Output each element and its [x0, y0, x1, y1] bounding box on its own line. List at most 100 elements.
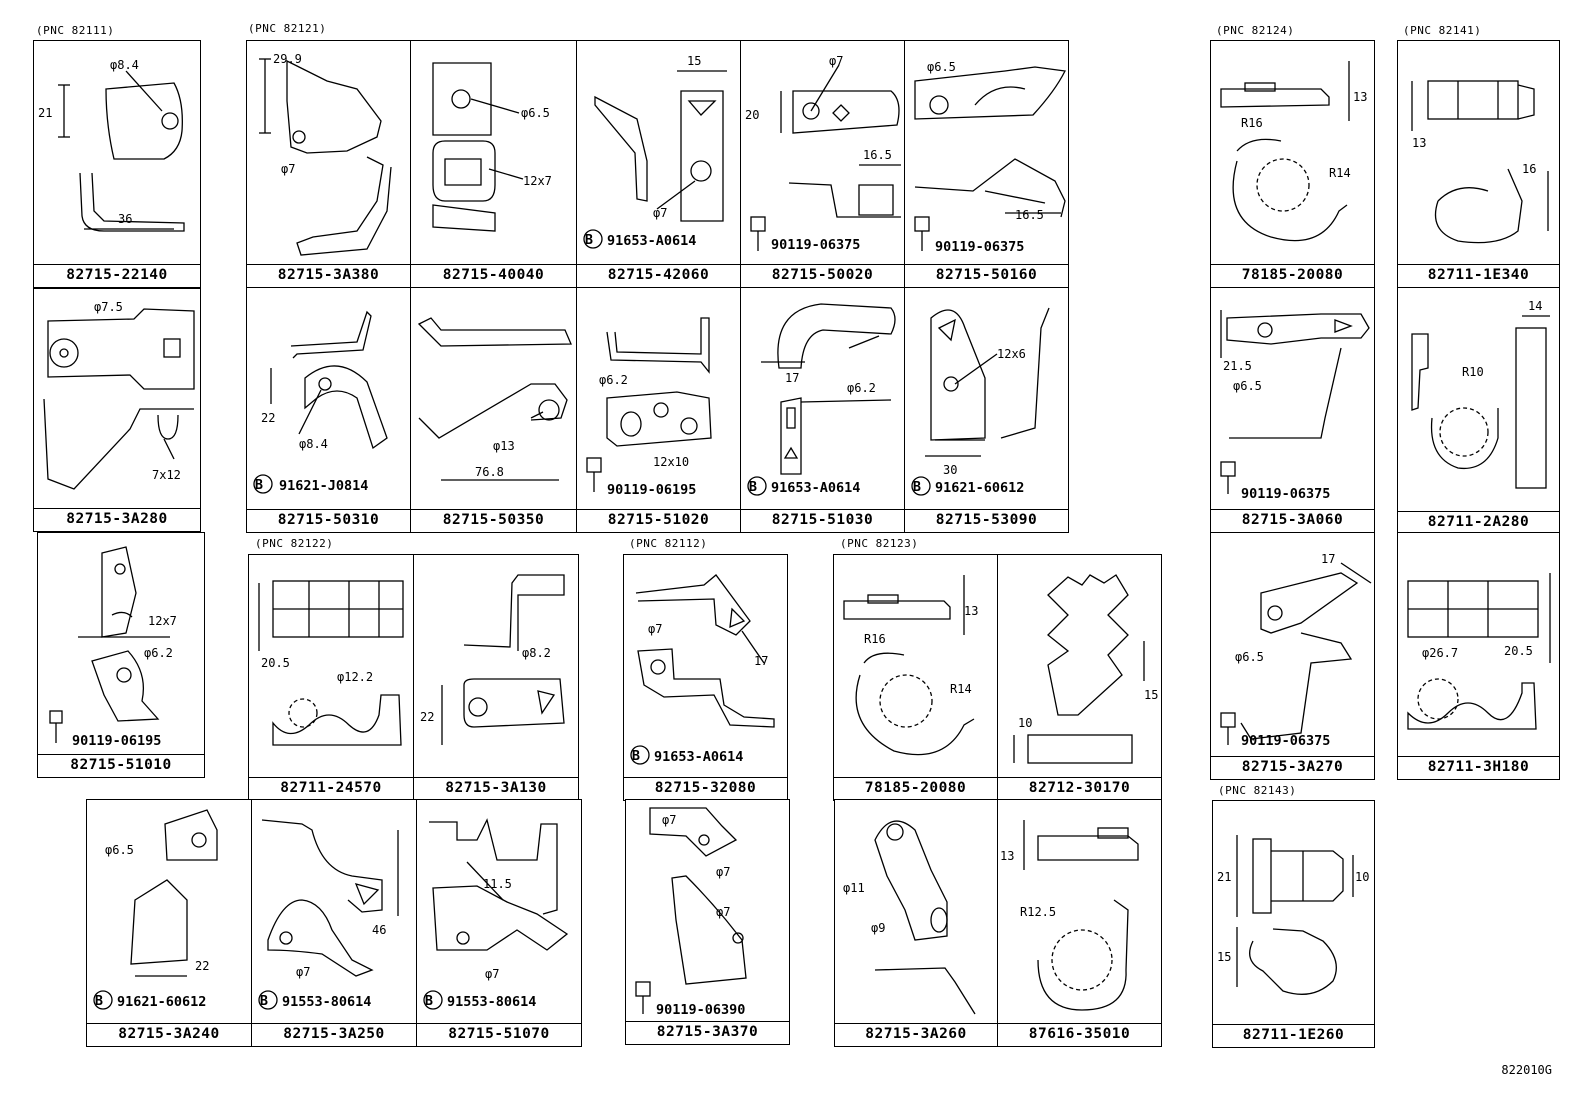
screw-type-b-icon: B: [632, 748, 640, 764]
clip-drawing: 15 10: [1013, 574, 1158, 764]
screw-part-number: 90119-06195: [72, 733, 161, 749]
bracket-drawing: 46 φ7 B 91553-80614: [258, 819, 399, 1010]
dim-label: φ7.5: [94, 300, 123, 314]
dim-label: φ7: [281, 162, 295, 176]
bracket-drawing: 29.9 φ7: [259, 52, 392, 256]
screw-part-number: 90119-06375: [1241, 486, 1330, 502]
part-cell-82715-3A060[interactable]: 21.5 φ6.5 90119-06375 82715-3A060: [1210, 287, 1375, 533]
part-cell-82715-42060[interactable]: 15 φ7 B 91653-A0614 82715-42060: [576, 40, 741, 288]
bracket-drawing: 17 φ6.5 90119-06375: [1220, 552, 1372, 749]
bracket-drawing: φ7 20 16.5 90119-06375: [745, 54, 901, 253]
bracket-drawing: 17 φ6.2 B 91653-A0614: [747, 303, 896, 496]
part-cell-82715-51070[interactable]: 11.5 φ7 B 91553-80614 82715-51070: [416, 799, 582, 1047]
pnc-82112-label: (PNC 82112): [629, 537, 708, 550]
part-cell-82715-3A370[interactable]: φ7 φ7 φ7 90119-06390 82715-3A370: [625, 799, 790, 1045]
part-cell-82715-3A240[interactable]: φ6.5 22 B 91621-60612 82715-3A240: [86, 799, 252, 1047]
bracket-drawing: 22 φ8.2: [420, 574, 565, 745]
part-number: 82712-30170: [998, 777, 1161, 800]
dim-label: 21: [1217, 870, 1231, 884]
part-number: 78185-20080: [1211, 264, 1374, 287]
part-number: 82715-22140: [34, 264, 200, 287]
part-cell-82715-3A130[interactable]: 22 φ8.2 82715-3A130: [413, 554, 579, 801]
part-number: 82715-3A130: [414, 777, 578, 800]
dim-label: 76.8: [475, 465, 504, 479]
bracket-drawing: φ6.2 12x10 90119-06195: [586, 317, 712, 498]
part-cell-78185-20080-b[interactable]: 13 R16 R14 78185-20080: [1210, 40, 1375, 288]
bracket-drawing: 12x6 30 B 91621-60612: [911, 307, 1050, 496]
dim-label: φ26.7: [1422, 646, 1458, 660]
part-cell-82711-2A280[interactable]: 14 R10 82711-2A280: [1397, 287, 1560, 535]
screw-part-number: 91621-60612: [117, 994, 206, 1010]
dim-label: φ6.5: [521, 106, 550, 120]
dim-label: 10: [1018, 716, 1032, 730]
bracket-drawing: φ13 76.8: [417, 317, 572, 481]
part-cell-87616-35010[interactable]: 13 R12.5 87616-35010: [997, 799, 1162, 1047]
dim-label: 16.5: [1015, 208, 1044, 222]
dim-label: 22: [261, 411, 275, 425]
dim-label: φ7: [296, 965, 310, 979]
part-cell-82715-3A270[interactable]: 17 φ6.5 90119-06375 82715-3A270: [1210, 532, 1375, 780]
part-number: 82715-3A250: [252, 1023, 416, 1046]
part-number: 82715-3A370: [626, 1021, 789, 1044]
part-cell-82715-50020[interactable]: φ7 20 16.5 90119-06375 82715-50020: [740, 40, 905, 288]
part-cell-82715-32080[interactable]: φ7 17 B 91653-A0614 82715-32080: [623, 554, 788, 801]
screw-part-number: 91653-A0614: [654, 749, 743, 765]
part-cell-82711-1E340[interactable]: 13 16 82711-1E340: [1397, 40, 1560, 288]
clamp-drawing: 20.5 φ26.7: [1407, 573, 1551, 730]
dim-label: 7x12: [152, 468, 181, 482]
part-cell-82715-51010[interactable]: 12x7 φ6.2 90119-06195 82715-51010: [37, 532, 205, 778]
bracket-drawing: 11.5 φ7 B 91553-80614: [423, 818, 569, 1010]
part-cell-82715-51020[interactable]: φ6.2 12x10 90119-06195 82715-51020: [576, 287, 741, 533]
screw-type-b-icon: B: [913, 479, 921, 495]
part-cell-82715-3A250[interactable]: 46 φ7 B 91553-80614 82715-3A250: [251, 799, 417, 1047]
screw-part-number: 90119-06390: [656, 1002, 745, 1018]
part-cell-82715-50350[interactable]: φ13 76.8 82715-50350: [410, 287, 577, 533]
part-cell-82711-3H180[interactable]: 20.5 φ26.7 82711-3H180: [1397, 532, 1560, 780]
dim-label: φ7: [829, 54, 843, 68]
part-cell-82715-53090[interactable]: 12x6 30 B 91621-60612 82715-53090: [904, 287, 1069, 533]
part-number: 82715-50020: [741, 264, 904, 287]
dim-label: R16: [1241, 116, 1263, 130]
screw-part-number: 90119-06375: [935, 239, 1024, 255]
part-cell-82715-50310[interactable]: 22 φ8.4 B 91621-J0814 82715-50310: [246, 287, 411, 533]
clip-drawing: 13 16: [1411, 80, 1549, 244]
dim-label: 22: [195, 959, 209, 973]
part-cell-82711-1E260[interactable]: 21 10 15 82711-1E260: [1212, 800, 1375, 1048]
dim-label: 30: [943, 463, 957, 477]
clip-drawing: 21 10 15: [1217, 835, 1369, 995]
part-cell-82712-30170[interactable]: 15 10 82712-30170: [997, 554, 1162, 801]
part-cell-82715-50160[interactable]: φ6.5 16.5 90119-06375 82715-50160: [904, 40, 1069, 288]
bracket-drawing: φ6.5 16.5 90119-06375: [914, 60, 1066, 255]
dim-label: φ6.5: [927, 60, 956, 74]
part-cell-82711-24570[interactable]: 20.5 φ12.2 82711-24570: [248, 554, 414, 801]
figure-code: 822010G: [1501, 1063, 1552, 1077]
part-cell-82715-51030[interactable]: 17 φ6.2 B 91653-A0614 82715-51030: [740, 287, 905, 533]
part-number: 78185-20080: [834, 777, 997, 800]
bracket-drawing: φ7.5 7x12: [43, 300, 195, 490]
part-number: 82715-32080: [624, 777, 787, 800]
dim-label: 15: [1217, 950, 1231, 964]
clamp-drawing: 20.5 φ12.2: [258, 580, 404, 746]
part-cell-82715-3A280[interactable]: φ7.5 7x12 82715-3A280: [33, 288, 201, 532]
dim-label: R10: [1462, 365, 1484, 379]
part-cell-78185-20080[interactable]: 13 R16 R14 78185-20080: [833, 554, 998, 801]
part-number: 87616-35010: [998, 1023, 1161, 1046]
pnc-82121-label: (PNC 82121): [248, 22, 327, 35]
dim-label: φ7: [653, 206, 667, 220]
dim-label: φ9: [871, 921, 885, 935]
dim-label: 20.5: [1504, 644, 1533, 658]
pnc-82111-label: (PNC 82111): [36, 24, 115, 37]
part-cell-82715-3A260[interactable]: φ11 φ9 82715-3A260: [834, 799, 998, 1047]
dim-label: φ12.2: [337, 670, 373, 684]
part-cell-82715-22140[interactable]: φ8.4 21 36 82715-22140: [33, 40, 201, 288]
screw-part-number: 91653-A0614: [607, 233, 696, 249]
part-cell-82715-3A380[interactable]: 29.9 φ7 82715-3A380: [246, 40, 411, 288]
part-number: 82711-1E260: [1213, 1024, 1374, 1047]
part-cell-82715-40040[interactable]: φ6.5 12x7 82715-40040: [410, 40, 577, 288]
clamp-drawing: 13 R16 R14: [1220, 61, 1367, 242]
dim-label: 15: [687, 54, 701, 68]
bracket-drawing: φ8.4 21 36: [38, 58, 185, 232]
dim-label: 12x7: [148, 614, 177, 628]
pnc-82122-label: (PNC 82122): [255, 537, 334, 550]
screw-part-number: 91621-J0814: [279, 478, 368, 494]
